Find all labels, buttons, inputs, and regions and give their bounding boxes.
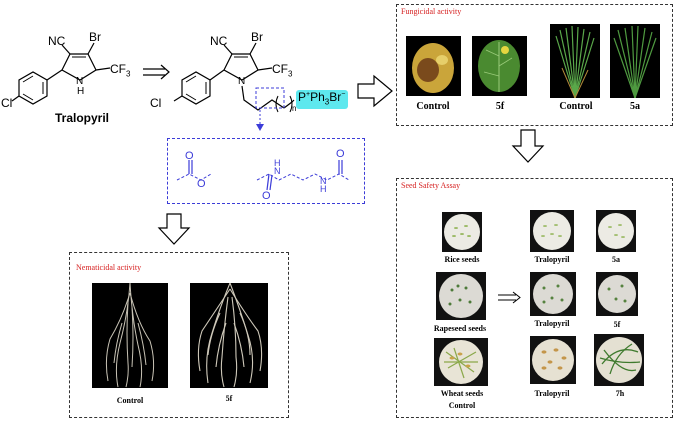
arrow-down-nematicidal xyxy=(157,213,191,245)
linker-box xyxy=(167,138,365,204)
fungicidal-panel xyxy=(396,4,673,126)
linker-amide-n2: N xyxy=(320,176,327,186)
tralopyril-cn-label: NC xyxy=(48,34,66,48)
dish-rice-tralopyril xyxy=(530,210,574,252)
seed-label-tralopyril-2: Tralopyril xyxy=(534,319,570,328)
dish-rapeseed-5f xyxy=(596,272,638,316)
implies-arrow xyxy=(143,64,170,80)
nematicidal-label-5f: 5f xyxy=(225,394,233,403)
derivative-cn-label: NC xyxy=(210,34,228,48)
seed-row-arrow xyxy=(498,291,521,304)
dish-rapeseed-control xyxy=(436,272,486,320)
derivative-n-label: N xyxy=(238,76,246,87)
derivative-br-label: Br xyxy=(251,30,263,44)
leaf-control-photo xyxy=(406,36,461,96)
linker-amide-h2: H xyxy=(320,184,327,194)
linker-amide-o2: O xyxy=(336,148,345,160)
linker-ester-o: O xyxy=(185,150,194,162)
tralopyril-cl-label: Cl xyxy=(1,96,13,110)
tralopyril-br-label: Br xyxy=(89,30,101,44)
seed-safety-title: Seed Safety Assay xyxy=(401,181,461,190)
dish-rice-5a xyxy=(596,210,636,252)
rice-5a-photo xyxy=(610,24,660,98)
linker-amide-n1: N xyxy=(274,166,281,176)
dish-rapeseed-tralopyril xyxy=(530,272,576,316)
nematicidal-title: Nematicidal activity xyxy=(76,263,142,272)
tralopyril-h-label: H xyxy=(77,86,85,97)
tralopyril-name: Tralopyril xyxy=(55,111,110,125)
seed-label-rice: Rice seeds xyxy=(444,255,480,264)
nematicidal-label-control: Control xyxy=(116,396,144,405)
linker-ester-o2: O xyxy=(197,178,206,190)
derivative-structure xyxy=(173,42,295,131)
seed-label-tralopyril-3: Tralopyril xyxy=(534,389,570,398)
arrow-down-seed-safety xyxy=(511,129,545,163)
fungicidal-label-5f: 5f xyxy=(495,101,505,112)
root-5f-photo xyxy=(190,283,268,388)
root-control-photo xyxy=(92,283,168,388)
seed-label-control: Control xyxy=(448,401,476,410)
fungicidal-label-5a: 5a xyxy=(630,101,640,112)
nematicidal-panel xyxy=(69,252,289,418)
fungicidal-title: Fungicidal activity xyxy=(401,7,462,16)
derivative-cf3-label: CF3 xyxy=(272,62,293,79)
rice-control-photo xyxy=(550,24,600,98)
seed-label-5a: 5a xyxy=(612,255,620,264)
chain-n-subscript: n xyxy=(292,104,297,113)
seed-label-wheat: Wheat seeds xyxy=(440,389,484,398)
seed-label-rapeseed: Rapeseed seeds xyxy=(433,324,487,333)
seed-label-5f: 5f xyxy=(613,320,621,329)
arrow-right-fungicidal xyxy=(357,74,393,108)
seed-label-tralopyril-1: Tralopyril xyxy=(534,255,570,264)
tralopyril-n-label: N xyxy=(76,76,84,87)
seed-safety-panel xyxy=(396,178,673,418)
seed-label-7h: 7h xyxy=(615,389,625,398)
dish-wheat-7h xyxy=(594,334,644,386)
linker-structures xyxy=(176,160,350,191)
fungicidal-label-control-2: Control xyxy=(559,101,593,112)
phosphonium-label: P+Ph3Br− xyxy=(298,90,346,107)
linker-amide-o1: O xyxy=(262,190,271,202)
derivative-cl-label: Cl xyxy=(150,96,162,110)
phosphonium-highlight xyxy=(296,90,348,109)
dish-wheat-tralopyril xyxy=(530,336,576,384)
dish-wheat-control xyxy=(434,338,488,386)
tralopyril-structure xyxy=(11,42,111,105)
linker-amide-h1: H xyxy=(274,158,281,168)
fungicidal-label-control-1: Control xyxy=(416,101,450,112)
tralopyril-cf3-label: CF3 xyxy=(110,62,131,79)
dish-rice-control xyxy=(442,212,482,252)
leaf-5f-photo xyxy=(472,36,527,96)
